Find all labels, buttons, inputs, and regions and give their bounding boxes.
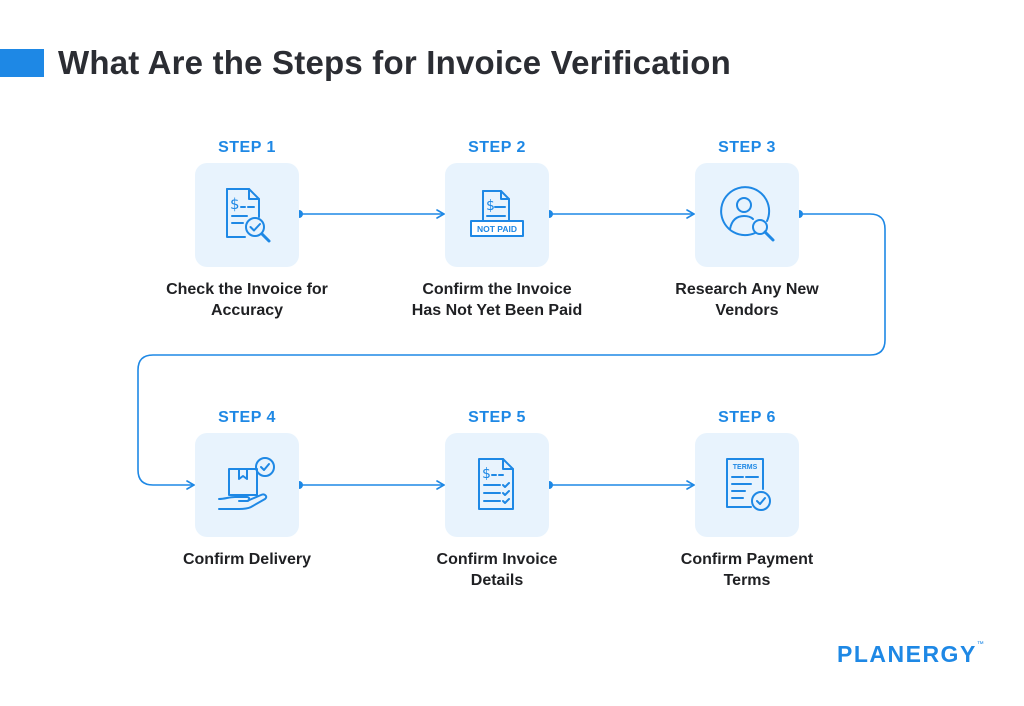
- step-4: STEP 4 Confirm Delivery: [127, 408, 367, 570]
- step-2-text: Confirm the Invoice Has Not Yet Been Pai…: [411, 281, 583, 319]
- svg-text:$: $: [230, 195, 240, 213]
- invoice-magnifier-check-icon: $: [226, 188, 271, 243]
- step-3-icon-tile: [695, 163, 799, 267]
- step-2-label: STEP 2: [468, 139, 526, 156]
- step-4-label: STEP 4: [218, 409, 276, 426]
- step-4-text: Confirm Delivery: [182, 551, 312, 568]
- title-accent-bar: [0, 49, 44, 77]
- step-3-text: Research Any New Vendors: [675, 281, 819, 319]
- step-5: STEP 5 $ Confirm Invoice Details: [377, 408, 617, 591]
- step-1-icon-tile: $: [195, 163, 299, 267]
- trademark-mark: ™: [976, 641, 984, 648]
- step-3: STEP 3 Research Any New Vendors: [627, 138, 867, 321]
- connector-3-4: [137, 213, 886, 490]
- terms-document-check-icon: TERMS: [726, 458, 771, 511]
- step-1: STEP 1 $ Check the Invoice for Accuracy: [127, 138, 367, 321]
- step-5-text: Confirm Invoice Details: [436, 551, 558, 589]
- logo-text: PLANERGY: [837, 641, 977, 667]
- not-paid-invoice-icon: $ NOT PAID: [470, 190, 524, 237]
- step-6-icon-tile: TERMS: [695, 433, 799, 537]
- step-5-label: STEP 5: [468, 409, 526, 426]
- step-5-icon-tile: $: [445, 433, 549, 537]
- terms-label: TERMS: [733, 464, 758, 471]
- not-paid-stamp: NOT PAID: [477, 224, 517, 234]
- step-6-text: Confirm Payment Terms: [680, 551, 814, 589]
- step-6: STEP 6 TERMS Confirm Payment Terms: [627, 408, 867, 591]
- svg-text:$: $: [486, 198, 495, 214]
- step-3-label: STEP 3: [718, 139, 776, 156]
- svg-text:$: $: [482, 466, 491, 482]
- invoice-checklist-icon: $: [478, 458, 514, 510]
- step-2-icon-tile: $ NOT PAID: [445, 163, 549, 267]
- page-title: What Are the Steps for Invoice Verificat…: [58, 44, 732, 81]
- step-1-label: STEP 1: [218, 139, 276, 156]
- step-1-text: Check the Invoice for Accuracy: [166, 281, 328, 319]
- step-2: STEP 2 $ NOT PAID Confirm the Invoice Ha…: [377, 138, 617, 321]
- planergy-logo: PLANERGY™: [837, 641, 984, 668]
- vendor-search-icon: [720, 186, 775, 242]
- step-6-label: STEP 6: [718, 409, 776, 426]
- step-4-icon-tile: [195, 433, 299, 537]
- package-hand-check-icon: [218, 457, 275, 510]
